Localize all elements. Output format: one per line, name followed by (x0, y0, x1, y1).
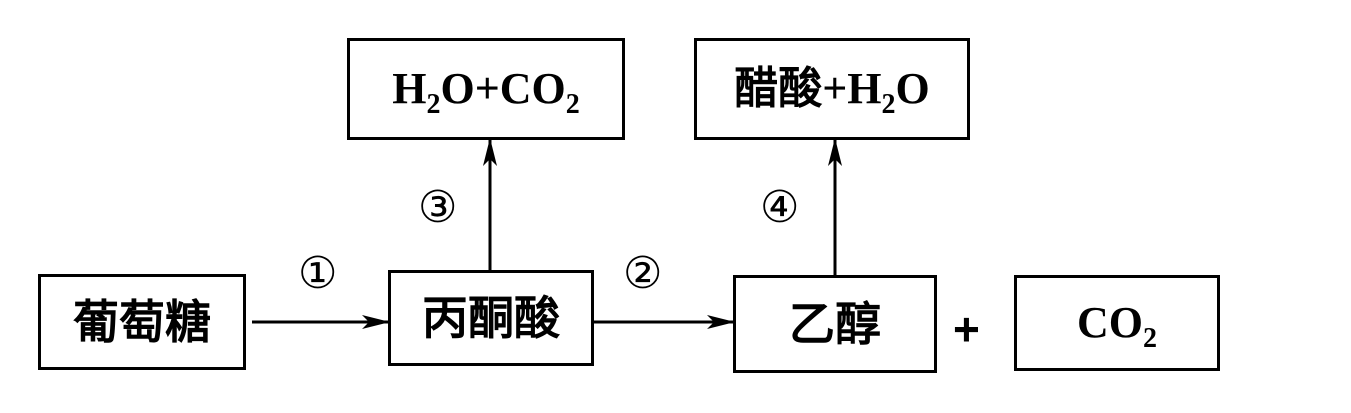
pyruvate-box: 丙酮酸 (388, 270, 594, 366)
step-3-label: ③ (418, 182, 458, 233)
ethanol-label: 乙醇 (789, 297, 881, 351)
pyruvate-label: 丙酮酸 (422, 291, 560, 345)
h2o-co2-box: H2O+CO2 (347, 38, 625, 140)
step-2-label: ② (623, 248, 663, 299)
glucose-label: 葡萄糖 (73, 295, 211, 349)
co2-side-box: CO2 (1014, 275, 1220, 371)
h2o-co2-formula: H2O+CO2 (392, 64, 580, 120)
glucose-box: 葡萄糖 (38, 274, 246, 370)
acetic-h2o-formula: 醋酸+H2O (734, 64, 930, 120)
co2-side-formula: CO2 (1077, 298, 1157, 354)
step-4-label: ④ (760, 182, 800, 233)
step-1-label: ① (298, 248, 338, 299)
acetic-h2o-box: 醋酸+H2O (694, 38, 970, 140)
plus-sign: + (953, 303, 980, 355)
ethanol-box: 乙醇 (733, 275, 937, 373)
